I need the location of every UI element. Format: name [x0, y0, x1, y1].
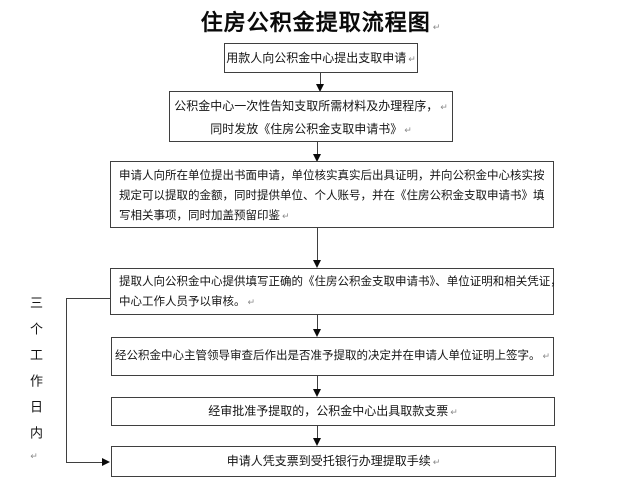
connector-line	[317, 426, 318, 439]
paragraph-return-mark: ↵	[432, 22, 441, 32]
step-box-employer-certificate: 申请人向所在单位提出书面申请，单位核实真实后出具证明，并向公积金中心核实按 规定…	[110, 161, 554, 228]
step-text-line: 写相关事项，同时加盖预留印鉴↵	[119, 206, 545, 226]
paragraph-return-mark: ↵	[404, 125, 412, 135]
arrowhead-down-icon	[313, 329, 321, 337]
step-box-bank-withdrawal: 申请人凭支票到受托银行办理提取手续↵	[111, 446, 556, 477]
step-box-center-review: 提取人向公积金中心提供填写正确的《住房公积金支取申请书》、单位证明和相关凭证， …	[110, 268, 562, 315]
arrowhead-down-icon	[313, 154, 321, 162]
connector-line	[320, 73, 321, 85]
paragraph-return-mark: ↵	[30, 452, 40, 462]
step-box-center-notification: 公积金中心一次性告知支取所需材料及办理程序，↵ 同时发放《住房公积金支取申请书》…	[169, 91, 453, 142]
paragraph-return-mark: ↵	[282, 211, 290, 221]
connector-line	[317, 142, 318, 155]
arrowhead-down-icon	[313, 260, 321, 268]
step-text-line: 规定可以提取的金额，同时提供单位、个人账号，并在《住房公积金支取申请书》填	[119, 186, 545, 206]
step-text: 申请人凭支票到受托银行办理提取手续	[226, 454, 431, 468]
step-text: 提取人向公积金中心提供填写正确的《住房公积金支取申请书》、单位证明和相关凭证，	[119, 276, 562, 288]
step-text-line: 同时发放《住房公积金支取申请书》↵	[170, 118, 452, 141]
arrowhead-right-icon	[102, 458, 110, 466]
step-box-issue-cheque: 经审批准予提取的，公积金中心出具取款支票↵	[111, 397, 555, 426]
connector-line	[317, 376, 318, 390]
step-text: 经公积金中心主管领导审查后作出是否准予提取的决定并在申请人单位证明上签字。	[114, 350, 541, 362]
paragraph-return-mark: ↵	[542, 351, 551, 361]
duration-note-text: 三个工作日内	[28, 296, 43, 452]
duration-note: 三个工作日内↵	[26, 296, 45, 481]
step-text: 公积金中心一次性告知支取所需材料及办理程序，	[174, 99, 439, 113]
step-text-line: 申请人向所在单位提出书面申请，单位核实真实后出具证明，并向公积金中心核实按	[119, 166, 545, 186]
bracket-vertical-line	[66, 298, 67, 463]
bracket-bottom-line	[66, 462, 103, 463]
step-text: 用款人向公积金中心提出支取申请	[226, 51, 407, 65]
paragraph-return-mark: ↵	[247, 297, 256, 307]
paragraph-return-mark: ↵	[440, 102, 448, 112]
step-box-leader-approval: 经公积金中心主管领导审查后作出是否准予提取的决定并在申请人单位证明上签字。↵	[111, 337, 554, 376]
step-text: 中心工作人员予以审核。	[119, 296, 246, 308]
arrowhead-down-icon	[316, 84, 324, 92]
connector-line	[317, 315, 318, 330]
step-text: 经审批准予提取的，公积金中心出具取款支票	[208, 404, 449, 418]
step-text-line: 中心工作人员予以审核。↵	[119, 292, 545, 312]
step-text: 申请人向所在单位提出书面申请，单位核实真实后出具证明，并向公积金中心核实按	[119, 170, 545, 182]
connector-line	[317, 228, 318, 261]
bracket-top-line	[66, 298, 110, 299]
step-box-submit-application: 用款人向公积金中心提出支取申请↵	[224, 43, 418, 73]
paragraph-return-mark: ↵	[408, 54, 416, 64]
paragraph-return-mark: ↵	[432, 457, 441, 467]
step-text: 规定可以提取的金额，同时提供单位、个人账号，并在《住房公积金支取申请书》填	[119, 190, 545, 202]
arrowhead-down-icon	[313, 389, 321, 397]
page-title-text: 住房公积金提取流程图	[200, 10, 431, 35]
arrowhead-down-icon	[313, 438, 321, 446]
paragraph-return-mark: ↵	[450, 407, 458, 417]
step-text-line: 提取人向公积金中心提供填写正确的《住房公积金支取申请书》、单位证明和相关凭证，	[119, 272, 562, 292]
step-text: 写相关事项，同时加盖预留印鉴	[119, 210, 280, 222]
step-text: 同时发放《住房公积金支取申请书》	[210, 122, 403, 136]
page-title: 住房公积金提取流程图↵	[0, 5, 641, 37]
step-text-line: 公积金中心一次性告知支取所需材料及办理程序，↵	[170, 95, 452, 118]
